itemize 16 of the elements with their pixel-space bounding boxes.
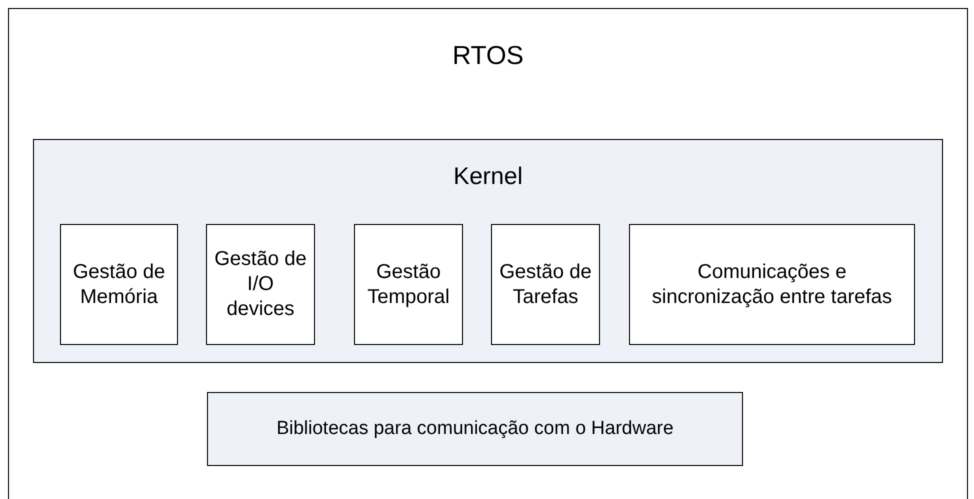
container-title: RTOS [451, 39, 525, 72]
component-box [60, 224, 178, 345]
component-label: Gestão de Memória [72, 260, 166, 310]
component-label: Gestão de Tarefas [498, 260, 593, 310]
container-box [8, 8, 968, 499]
component-box [491, 224, 600, 345]
component-box [629, 224, 915, 345]
component-box [206, 224, 315, 345]
component-box [354, 224, 463, 345]
component-label: Gestão Temporal [366, 260, 451, 310]
component-box [207, 392, 743, 466]
component-label: Bibliotecas para comunicação com o Hardware [275, 417, 675, 442]
container-box [33, 139, 943, 363]
container-title: Kernel [452, 162, 524, 192]
component-label: Gestão de I/O devices [213, 247, 308, 322]
component-label: Comunicações e sincronização entre tarefas [650, 260, 894, 310]
